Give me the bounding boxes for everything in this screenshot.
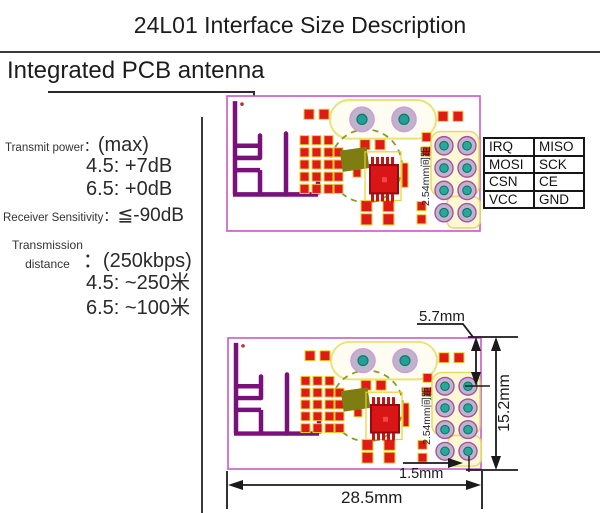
antenna-section-label: Integrated PCB antenna [7, 57, 265, 84]
pin-cell-miso: MISO [533, 137, 585, 157]
dim-label: 15.2mm [496, 374, 513, 432]
table-row: MOSI SCK [483, 154, 585, 174]
pin-name-table: IRQ MISO MOSI SCK CSN CE VCC GND [483, 137, 585, 209]
spec-value: ：(250kbps) [82, 250, 192, 272]
spec-label: Transmit power [5, 142, 84, 154]
table-row: IRQ MISO [483, 137, 585, 157]
pin-cell-mosi: MOSI [483, 154, 535, 174]
spec-value: ≦-90dB [117, 205, 184, 226]
pin-cell-irq: IRQ [483, 137, 535, 157]
spec-distance-item-2: 6.5: ~100米 [86, 297, 190, 319]
spec-transmit-power-item-2: 6.5: +0dB [86, 178, 173, 200]
pin-cell-ce: CE [533, 172, 585, 192]
spec-value: (max) [97, 134, 149, 156]
table-row: VCC GND [483, 189, 585, 209]
spec-transmit-power: Transmit power：(max) [5, 134, 149, 157]
spec-colon: ： [83, 138, 98, 154]
pcb-module-bottom [227, 337, 482, 470]
pin-cell-gnd: GND [533, 189, 585, 209]
dim-label: 5.7mm [419, 308, 465, 325]
spec-transmit-power-item-1: 4.5: +7dB [86, 155, 173, 177]
spec-label: Receiver Sensitivity [3, 212, 104, 224]
pin-cell-sck: SCK [533, 154, 585, 174]
dim-28-5mm: 28.5mm [226, 471, 483, 509]
spec-receiver-sensitivity: Receiver Sensitivity：≦-90dB [3, 204, 184, 227]
pcb-module-top [226, 95, 481, 232]
dim-label: 28.5mm [341, 488, 402, 507]
spec-distance-item-1: 4.5: ~250米 [86, 272, 190, 294]
pin-cell-vcc: VCC [483, 189, 535, 209]
title-divider-line [0, 51, 600, 53]
page-title: 24L01 Interface Size Description [133, 12, 467, 38]
pin-cell-csn: CSN [483, 172, 535, 192]
antenna-leader-line-horizontal [48, 91, 255, 93]
table-row: CSN CE [483, 172, 585, 192]
spec-colon: ： [103, 208, 118, 224]
section-divider-line [201, 117, 203, 513]
